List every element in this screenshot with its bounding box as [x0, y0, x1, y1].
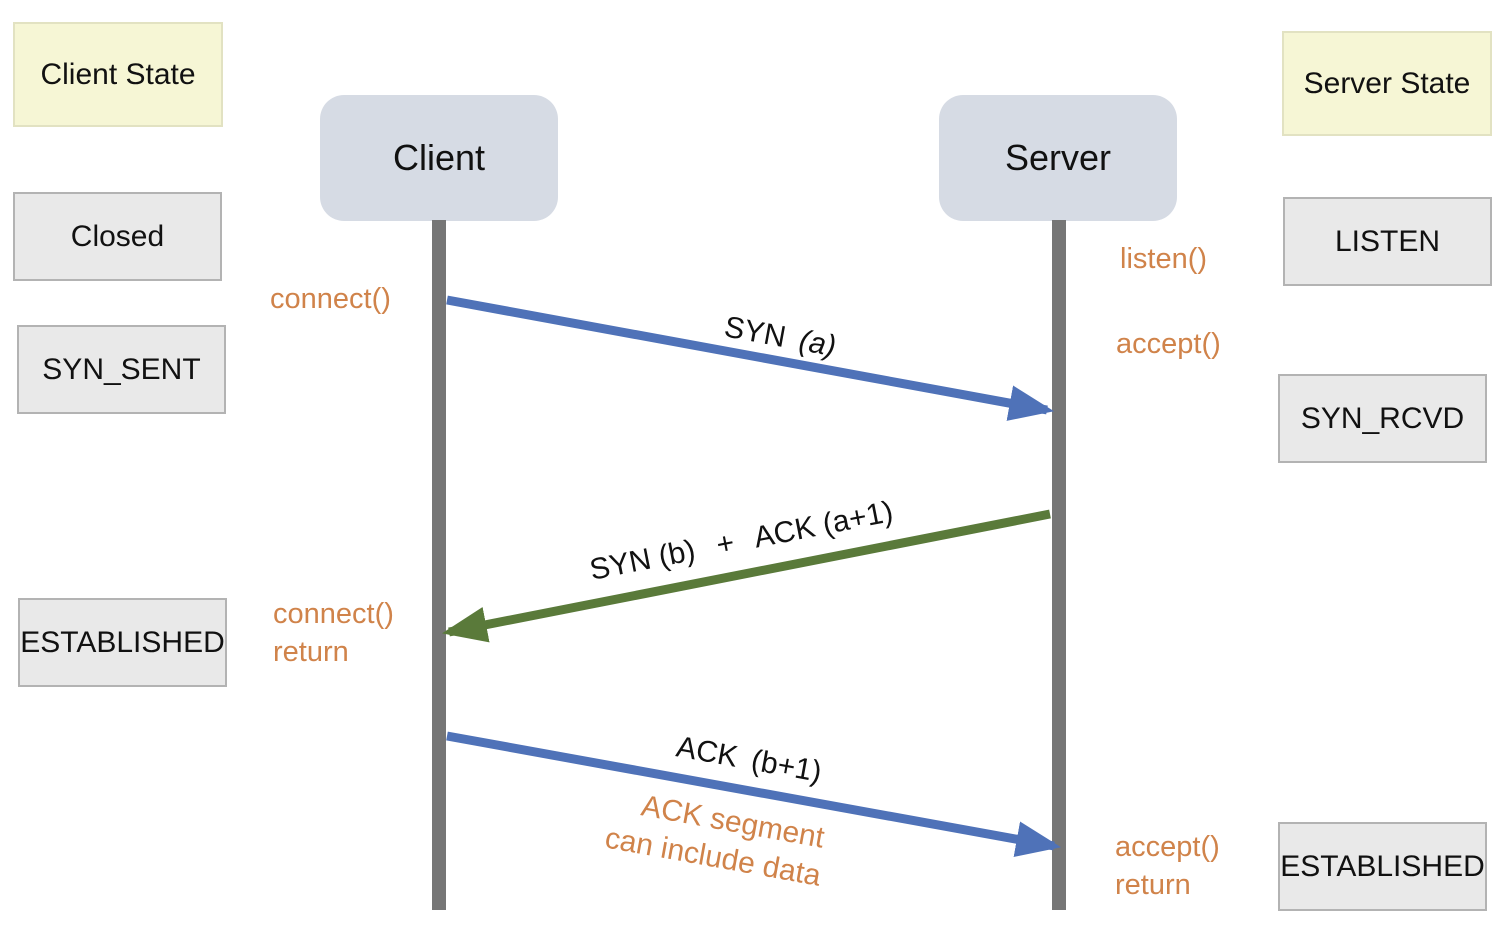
syn-message-arg: (a)	[797, 324, 839, 363]
ack-arrow	[446, 731, 1062, 857]
client-call-connect-return: connect() return	[273, 595, 394, 671]
synack-arrow	[441, 509, 1051, 643]
client-call-connect: connect()	[270, 283, 391, 315]
server-state-header: Server State	[1282, 31, 1492, 136]
server-state-listen: LISTEN	[1283, 197, 1492, 286]
client-state-header: Client State	[13, 22, 223, 127]
client-call-connect-return-line1: connect()	[273, 598, 394, 630]
ack-message-text: ACK	[674, 730, 741, 773]
client-state-established: ESTABLISHED	[18, 598, 227, 687]
syn-arrow	[446, 295, 1055, 421]
server-call-accept-return-line2: return	[1115, 869, 1191, 901]
server-state-established: ESTABLISHED	[1278, 822, 1487, 911]
server-call-accept-return: accept() return	[1115, 828, 1220, 904]
server-state-syn-rcvd: SYN_RCVD	[1278, 374, 1487, 463]
server-actor: Server	[939, 95, 1177, 221]
ack-message-arg: (b+1)	[749, 744, 825, 789]
server-call-listen: listen()	[1120, 243, 1208, 275]
server-call-accept-return-line1: accept()	[1115, 831, 1220, 863]
client-call-connect-return-line2: return	[273, 636, 349, 668]
syn-message-text: SYN	[722, 310, 789, 354]
server-call-accept: accept()	[1116, 328, 1221, 360]
client-lifeline	[432, 220, 446, 910]
synack-message-syn: SYN (b)	[587, 534, 698, 587]
client-actor: Client	[320, 95, 558, 221]
synack-message-plus: +	[714, 526, 738, 562]
client-state-closed: Closed	[13, 192, 222, 281]
server-lifeline	[1052, 220, 1066, 910]
client-state-syn-sent: SYN_SENT	[17, 325, 226, 414]
